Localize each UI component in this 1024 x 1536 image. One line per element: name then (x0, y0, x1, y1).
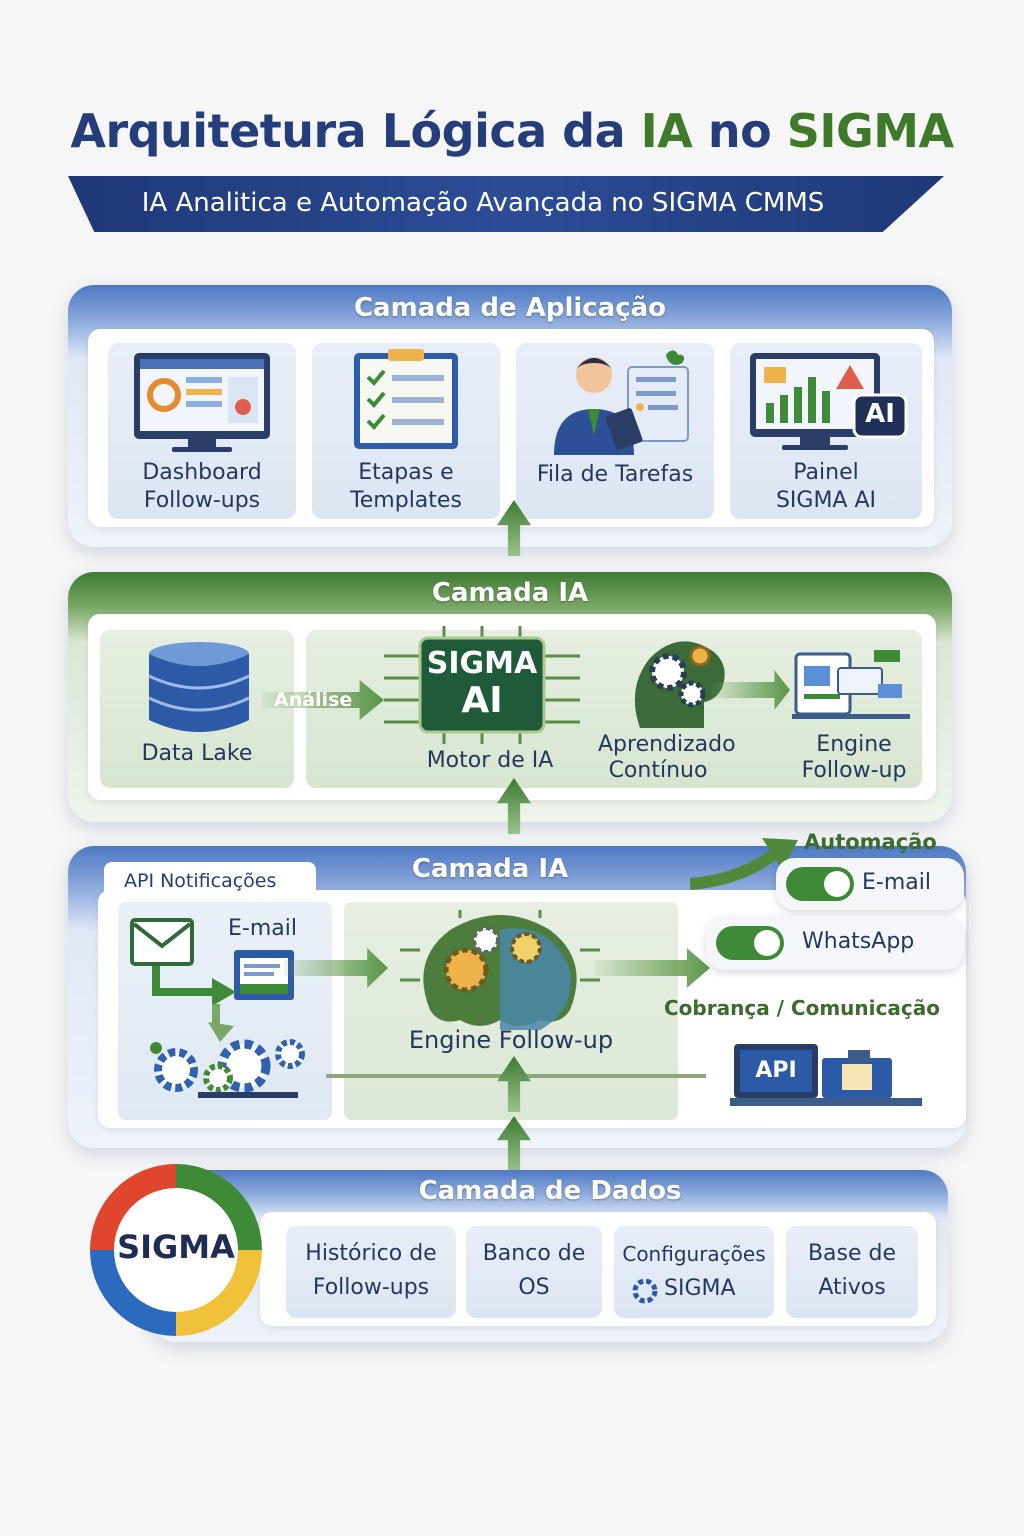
sigma-logo-icon (90, 1164, 262, 1336)
historico-label2: Follow-ups (312, 1275, 430, 1300)
data-lake-card[interactable]: Data Lake (100, 630, 294, 788)
database-icon (148, 642, 250, 732)
title-part2: no (692, 104, 787, 158)
sigma-gear-icon (632, 1278, 658, 1304)
title-part1: Arquitetura Lógica da (70, 104, 641, 158)
card-painel-sigma-ai[interactable]: AI Painel SIGMA AI (730, 343, 922, 519)
whatsapp-toggle-row[interactable]: WhatsApp (706, 916, 964, 970)
automation-label: Automação (804, 830, 937, 854)
api-device-icon (730, 1044, 922, 1106)
ai-chip-icon (384, 626, 580, 744)
email-toggle-row[interactable]: E-mail (776, 858, 964, 910)
data-card-base-ativos[interactable]: Base de Ativos (786, 1226, 918, 1318)
data-card-banco-os[interactable]: Banco de OS (466, 1226, 602, 1318)
automation-arrow-icon (690, 838, 798, 890)
card-dashboard-label2: Follow-ups (143, 488, 261, 513)
learning-label2: Contínuo (608, 758, 708, 783)
chip-line2: AI (461, 680, 503, 721)
card-etapas-label2: Templates (350, 488, 462, 513)
brain-gears-icon (400, 910, 600, 1030)
engine-label: Motor de IA (426, 748, 554, 773)
monitor-dashboard-icon (134, 353, 270, 452)
card-fila-tarefas[interactable]: Fila de Tarefas (516, 343, 714, 519)
analysis-label: Análise (274, 689, 353, 711)
ativos-label2: Ativos (818, 1275, 886, 1300)
ai-layer-title: Camada IA (431, 578, 589, 608)
api-badge: API (755, 1058, 797, 1083)
person-tablet-icon (554, 350, 689, 455)
card-etapas-label1: Etapas e (358, 460, 454, 485)
data-card-configuracoes[interactable]: Configurações SIGMA (614, 1226, 774, 1318)
title-ia: IA (640, 104, 693, 158)
monitor-analytics-icon (750, 353, 908, 450)
api-notifications-label: API Notificações (124, 870, 277, 892)
card-painel-label1: Painel (793, 460, 859, 485)
learning-gears-icon (634, 641, 725, 728)
subtitle-banner (68, 176, 944, 232)
page-title: Arquitetura Lógica da IA no SIGMA (0, 104, 1024, 158)
flow-arrow-icon (152, 966, 236, 1006)
card-painel-label2: SIGMA AI (775, 488, 877, 513)
card-dashboard-label1: Dashboard (142, 460, 262, 485)
card-fila-label1: Fila de Tarefas (536, 462, 694, 487)
whatsapp-toggle[interactable] (716, 926, 784, 960)
chip-line1: SIGMA (426, 646, 538, 681)
billing-label: Cobrança / Comunicação (664, 996, 940, 1020)
envelope-icon (130, 918, 194, 966)
integration-layer-title: Camada IA (411, 854, 569, 884)
followup-label1: Engine (816, 732, 892, 757)
email-window-icon (234, 950, 294, 1000)
config-label1: Configurações (622, 1242, 766, 1266)
email-toggle-label: E-mail (862, 870, 931, 895)
checklist-icon (354, 349, 458, 449)
title-sigma: SIGMA (786, 104, 954, 158)
data-card-historico[interactable]: Histórico de Follow-ups (286, 1226, 456, 1318)
application-layer-title: Camada de Aplicação (353, 293, 667, 323)
learning-label1: Aprendizado (598, 732, 736, 757)
email-label: E-mail (228, 916, 297, 941)
email-toggle[interactable] (786, 867, 854, 901)
card-dashboard-followups[interactable]: Dashboard Follow-ups (108, 343, 296, 519)
followup-label2: Follow-up (801, 758, 907, 783)
config-label2: SIGMA (664, 1276, 736, 1301)
api-notifications-tab[interactable]: API Notificações (104, 862, 316, 898)
card-etapas-templates[interactable]: Etapas e Templates (312, 343, 500, 519)
down-arrow-icon (208, 1004, 234, 1042)
followup-workflow-icon (792, 650, 910, 719)
ativos-label1: Base de (807, 1241, 897, 1266)
engine-followup-label: Engine Follow-up (408, 1026, 614, 1054)
sigma-logo-text: SIGMA (117, 1228, 235, 1266)
subtitle: IA Analitica e Automação Avançada no SIG… (141, 188, 825, 218)
banco-label1: Banco de (482, 1241, 586, 1266)
historico-label1: Histórico de (305, 1241, 437, 1266)
whatsapp-toggle-label: WhatsApp (802, 929, 915, 954)
data-layer-title: Camada de Dados (418, 1176, 682, 1206)
gears-icon (150, 1039, 305, 1098)
data-lake-label: Data Lake (141, 741, 253, 766)
banco-label2: OS (518, 1275, 550, 1300)
ai-badge: AI (865, 399, 895, 429)
